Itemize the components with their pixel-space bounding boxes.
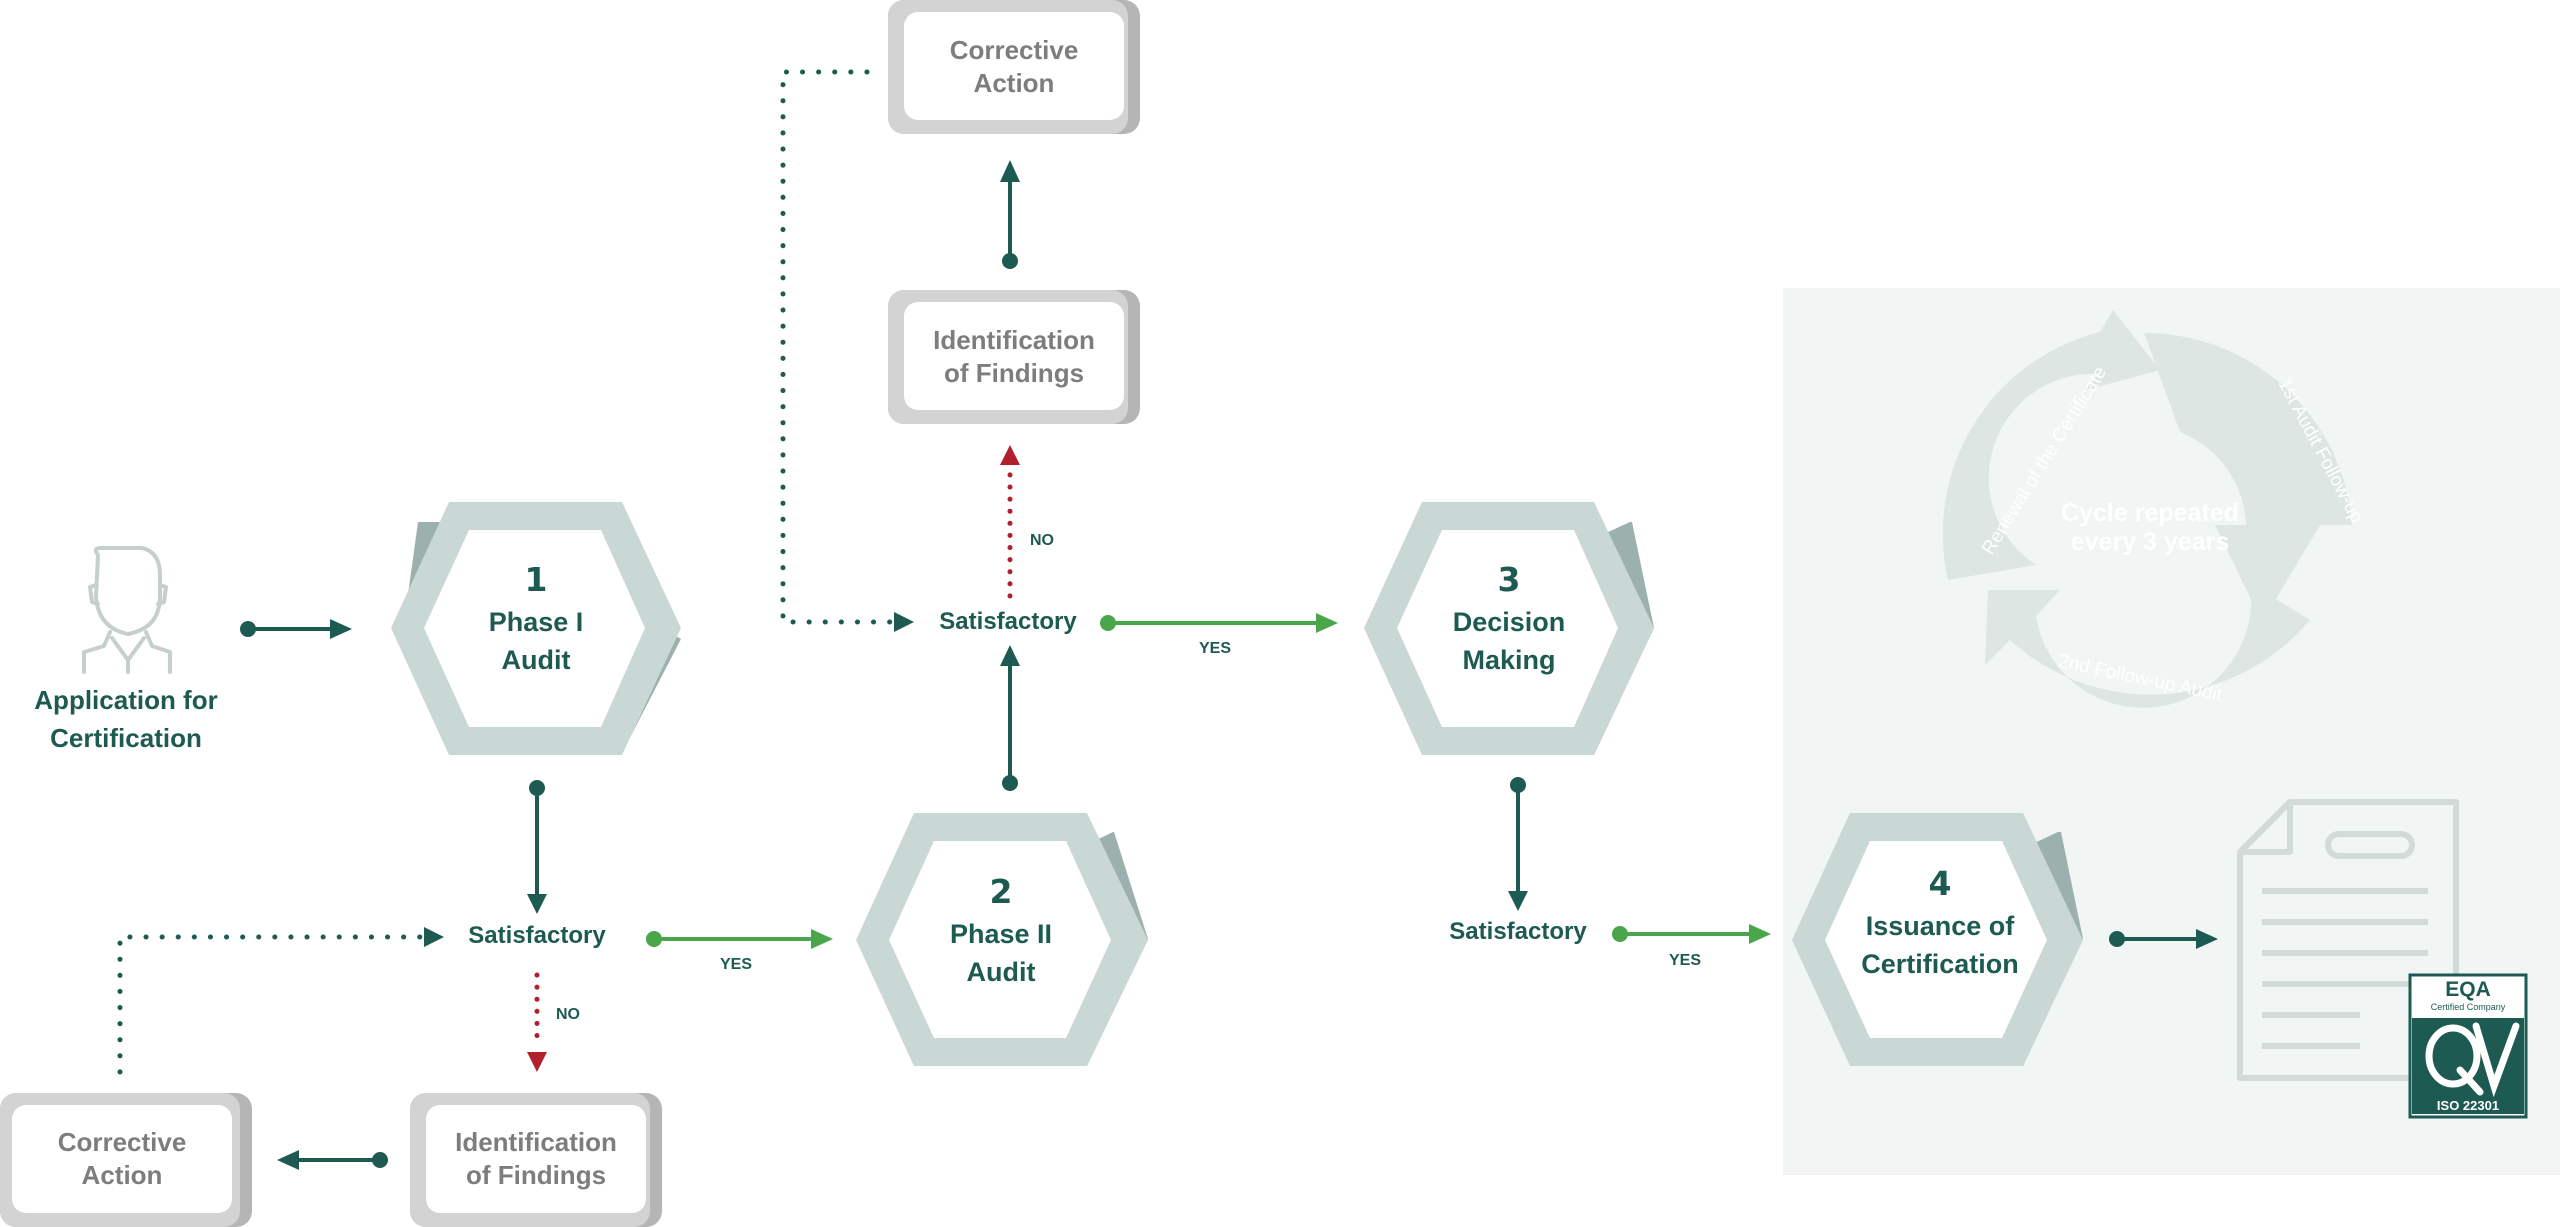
top-findings-line2: of Findings <box>943 358 1085 388</box>
phase-4-name-line2: Certification <box>1861 949 2019 979</box>
bottom-corrective-label: Corrective Action <box>12 1126 232 1192</box>
phase-3-hexagon <box>1364 502 1654 755</box>
no-connector-top <box>1000 445 1020 599</box>
phase-1-label: 1 Phase I Audit <box>441 560 631 679</box>
satisfactory-1-label: Satisfactory <box>468 922 606 949</box>
applicant-person-icon <box>82 546 172 674</box>
badge-standard: ISO 22301 <box>2436 1098 2500 1113</box>
dotted-return-top <box>780 69 914 632</box>
badge-subtitle: Certified Company <box>2430 1002 2506 1012</box>
application-label: Application for Certification <box>20 681 232 757</box>
phase-2-hexagon <box>856 813 1148 1066</box>
phase-1-name-line2: Audit <box>501 645 571 675</box>
bottom-corrective-box <box>0 1093 252 1227</box>
phase-1-number: 1 <box>524 560 548 599</box>
connector-findings-to-corrective-bottom <box>277 1150 388 1170</box>
cycle-arrows <box>1942 310 2352 708</box>
connector-findings-to-corrective-top <box>1000 160 1020 269</box>
eqa-certified-badge <box>2408 973 2528 1119</box>
top-corrective-label: Corrective Action <box>904 34 1124 100</box>
phase-2-number: 2 <box>989 872 1013 911</box>
top-corrective-line1: Corrective <box>949 35 1079 65</box>
no-label-bottom: NO <box>556 1006 580 1023</box>
phase-3-name-line2: Making <box>1462 645 1556 675</box>
bottom-corrective-line1: Corrective <box>57 1127 187 1157</box>
bottom-findings-line2: of Findings <box>465 1160 607 1190</box>
bottom-findings-line1: Identification <box>455 1127 617 1157</box>
yes-connector-2 <box>1100 613 1338 633</box>
phase-3-name-line1: Decision <box>1452 607 1566 637</box>
yes-connector-1 <box>646 929 833 949</box>
phase-4-label: 4 Issuance of Certification <box>1840 864 2040 983</box>
bottom-corrective-line2: Action <box>81 1160 163 1190</box>
connector-app-to-phase1 <box>240 619 352 639</box>
no-connector-bottom <box>527 972 547 1072</box>
top-corrective-line2: Action <box>973 68 1055 98</box>
application-label-line2: Certification <box>50 723 202 753</box>
top-corrective-box <box>888 0 1140 134</box>
dotted-return-bottom <box>117 927 444 1075</box>
bottom-findings-label: Identification of Findings <box>426 1126 646 1192</box>
satisfactory-2-label: Satisfactory <box>939 608 1077 635</box>
phase-1-name-line1: Phase I <box>488 607 584 637</box>
phase-4-number: 4 <box>1928 864 1952 903</box>
certificate-document-icon <box>2237 799 2459 1081</box>
cycle-center-line2: every 3 years <box>2070 528 2230 556</box>
connector-phase2-to-satisfactory <box>1000 645 1020 791</box>
yes-label-3: YES <box>1668 952 1701 969</box>
top-findings-line1: Identification <box>933 325 1095 355</box>
phase-1-hexagon <box>391 502 681 755</box>
phase-2-name-line1: Phase II <box>949 919 1053 949</box>
top-findings-label: Identification of Findings <box>904 324 1124 390</box>
top-findings-box <box>888 290 1140 424</box>
connector-phase1-to-satisfactory <box>527 780 547 914</box>
application-label-line1: Application for <box>34 685 218 715</box>
connector-phase3-to-satisfactory <box>1508 777 1528 911</box>
cycle-center-line1: Cycle repeated <box>2061 499 2239 527</box>
satisfactory-3-label: Satisfactory <box>1449 918 1587 945</box>
yes-connector-3 <box>1612 924 1771 944</box>
yes-label-1: YES <box>719 956 752 973</box>
connector-phase4-to-certificate <box>2109 929 2218 949</box>
phase-4-hexagon <box>1792 813 2083 1066</box>
no-label-top: NO <box>1030 532 1054 549</box>
phase-2-name-line2: Audit <box>966 957 1036 987</box>
yes-label-2: YES <box>1198 640 1231 657</box>
phase-2-label: 2 Phase II Audit <box>906 872 1096 991</box>
cycle-center-text: Cycle repeated every 3 years <box>2035 499 2265 557</box>
phase-4-name-line1: Issuance of <box>1865 911 2015 941</box>
qv-logo-icon <box>2425 1022 2520 1098</box>
bottom-findings-box <box>410 1093 662 1227</box>
badge-brand: EQA <box>2445 978 2491 1001</box>
phase-3-number: 3 <box>1497 560 1521 599</box>
phase-3-label: 3 Decision Making <box>1414 560 1604 679</box>
